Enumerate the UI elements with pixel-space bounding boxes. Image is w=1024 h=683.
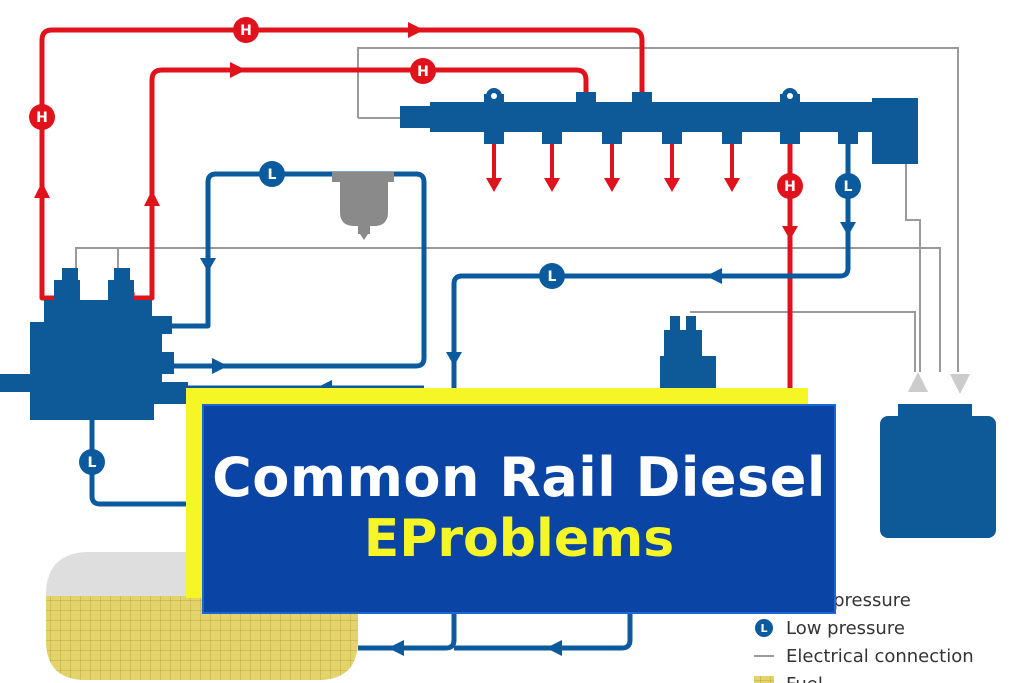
svg-text:L: L xyxy=(88,455,97,471)
legend-electrical-label: Electrical connection xyxy=(786,646,974,667)
svg-text:H: H xyxy=(36,110,48,126)
fuel-filter xyxy=(332,172,394,240)
electrical-lines xyxy=(75,47,959,372)
svg-text:L: L xyxy=(268,167,277,183)
svg-text:L: L xyxy=(844,179,853,195)
banner-subtitle: EProblems xyxy=(363,509,675,569)
high-pressure-badge: H xyxy=(29,104,55,130)
svg-text:H: H xyxy=(417,64,429,80)
legend-fuel-label: Fuel xyxy=(786,674,823,683)
ecu-unit xyxy=(880,372,996,538)
high-pressure-badge: H xyxy=(410,58,436,84)
svg-text:H: H xyxy=(240,23,252,39)
high-pressure-badge: H xyxy=(777,173,803,199)
low-pressure-badge: L xyxy=(259,161,285,187)
legend-low-pressure-label: Low pressure xyxy=(786,618,905,639)
pressure-badges: H H H H L L L L xyxy=(29,17,861,475)
legend-fuel-swatch xyxy=(754,676,774,683)
title-banner: Common Rail Diesel EProblems xyxy=(202,404,836,614)
high-pressure-badge: H xyxy=(233,17,259,43)
svg-text:H: H xyxy=(784,179,796,195)
legend-low-pressure-icon xyxy=(755,619,773,637)
low-pressure-badge: L xyxy=(79,449,105,475)
svg-text:L: L xyxy=(760,622,767,635)
legend-marks: L xyxy=(754,619,774,683)
banner-title: Common Rail Diesel xyxy=(212,446,826,509)
low-pressure-badge: L xyxy=(539,263,565,289)
high-pressure-pump xyxy=(0,268,188,420)
svg-text:L: L xyxy=(548,269,557,285)
injector-feeds xyxy=(486,144,740,192)
low-pressure-badge: L xyxy=(835,173,861,199)
pressure-control-valve xyxy=(660,316,716,390)
common-rail xyxy=(400,88,918,164)
